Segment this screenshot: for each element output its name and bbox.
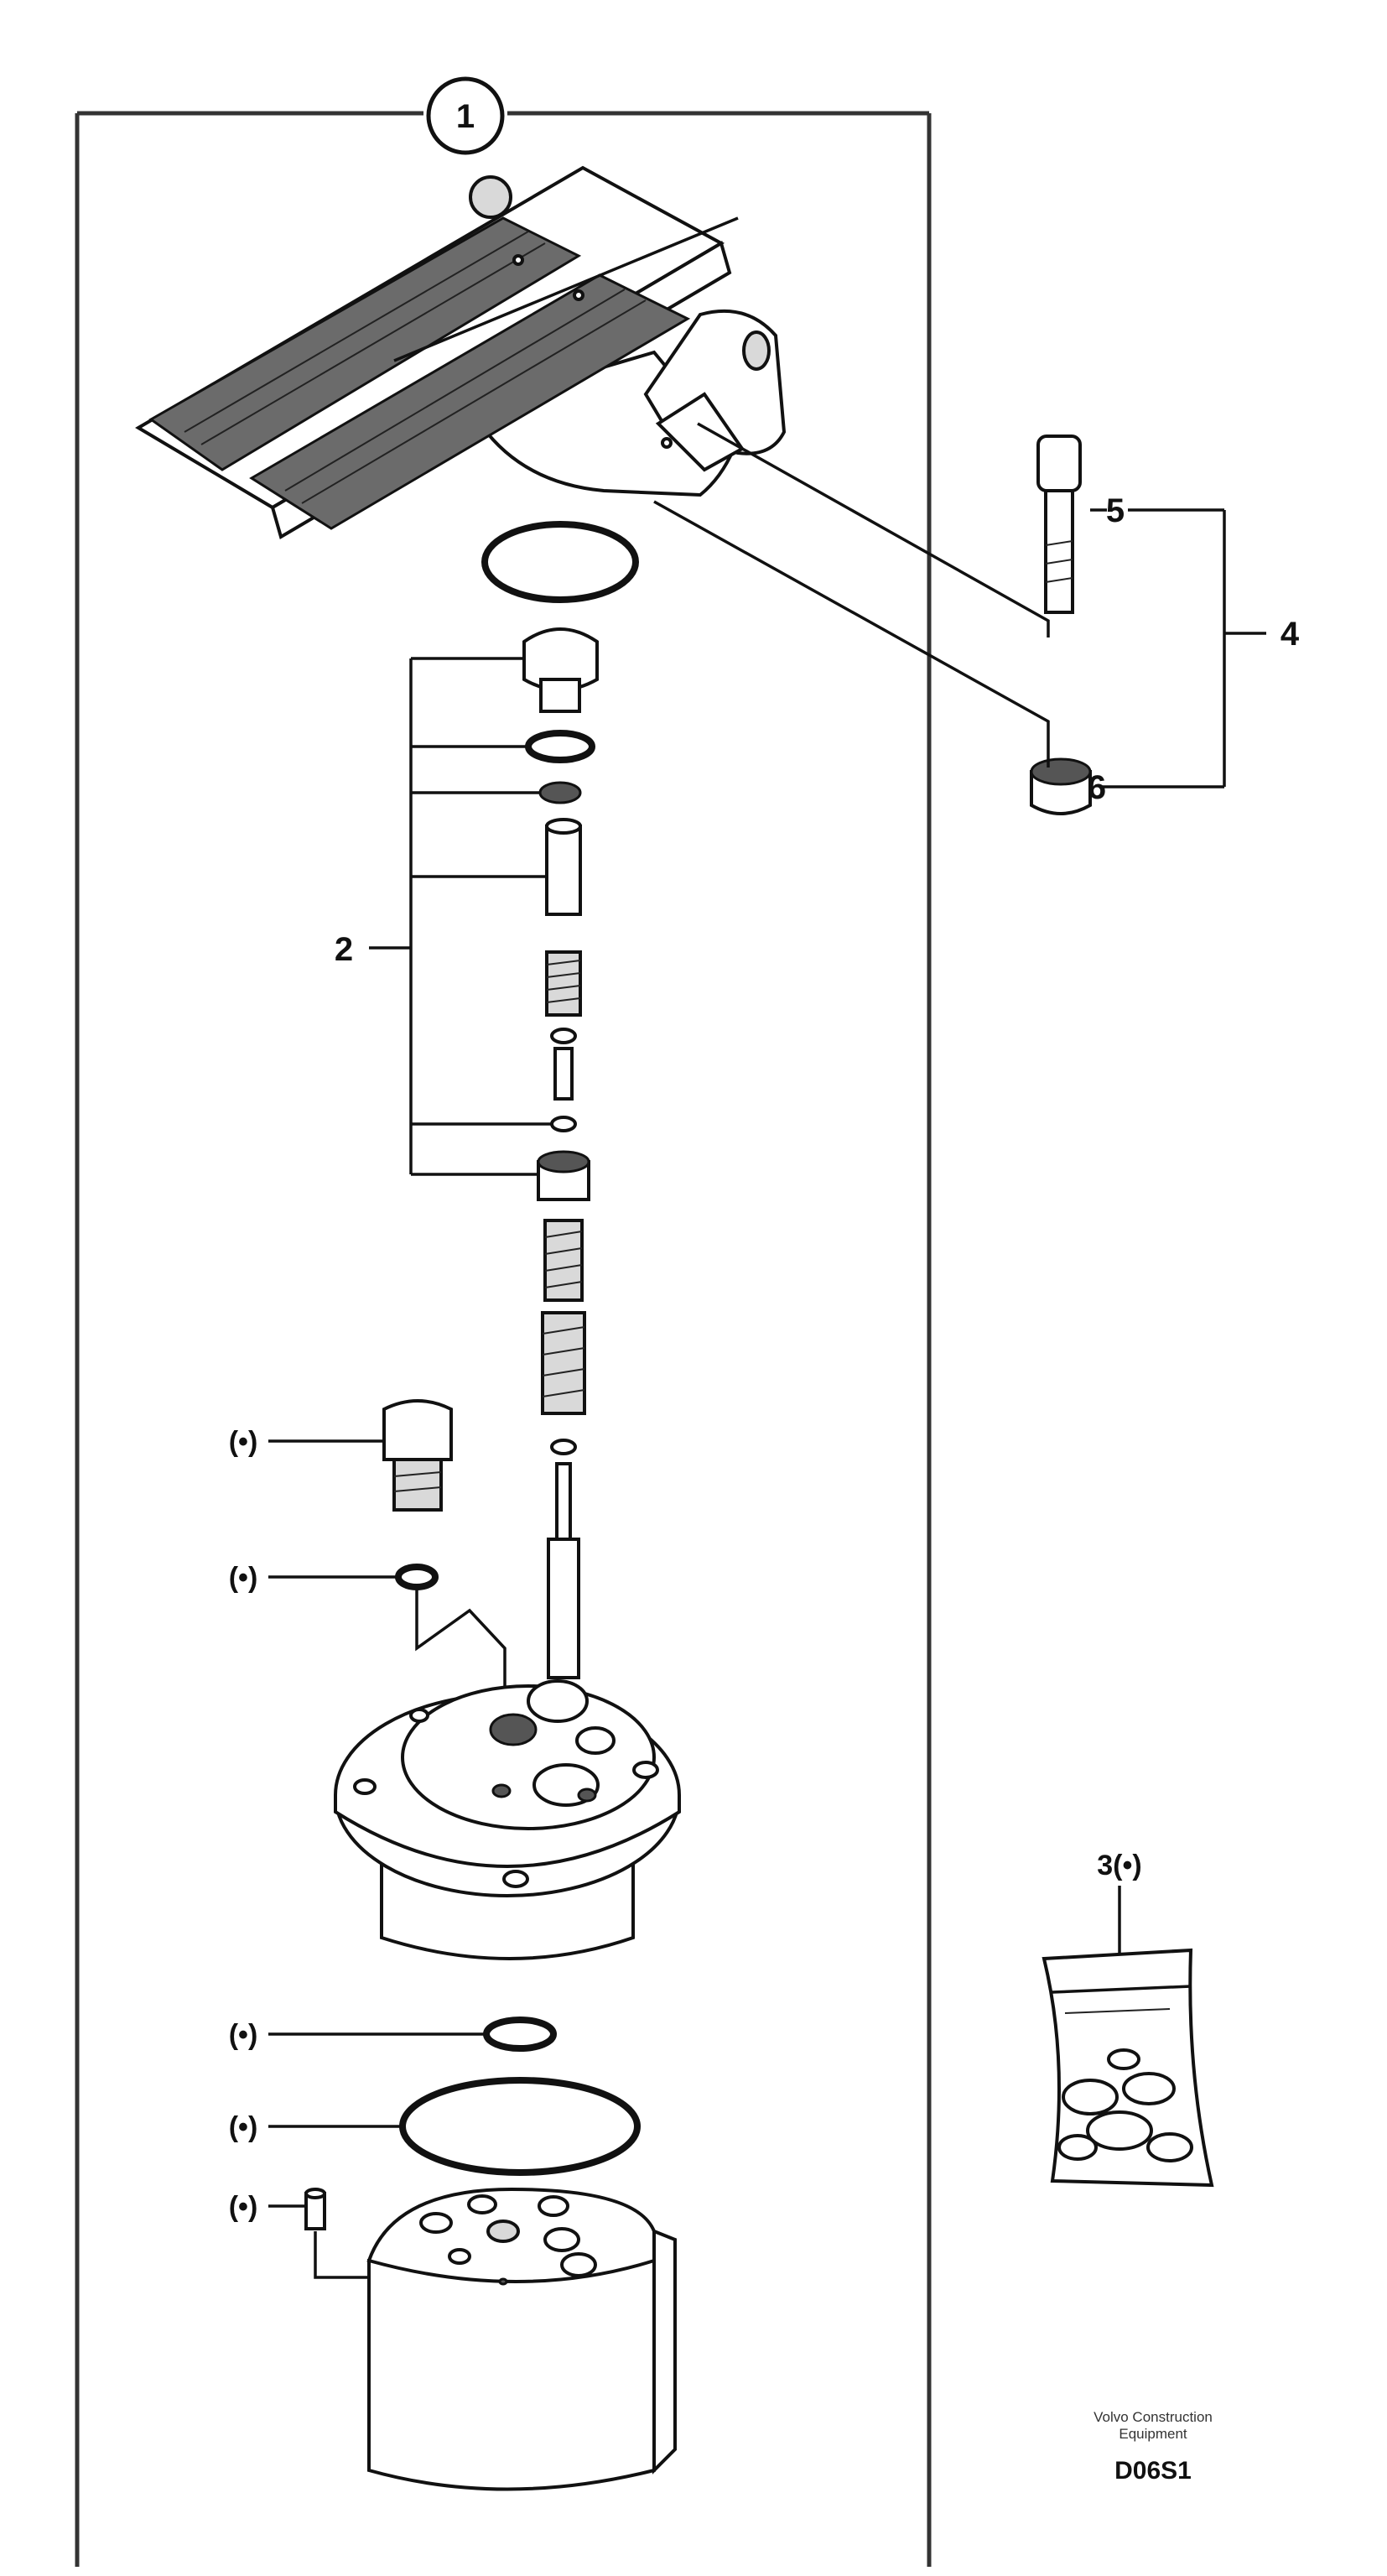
callout-1-label: 1 — [456, 98, 475, 135]
valve-o-ring — [525, 730, 595, 763]
plug-seal-ring — [395, 1564, 439, 1590]
callout-1: 1 — [426, 76, 505, 155]
seal-kit-bag — [1042, 1948, 1214, 2188]
o-ring-large-label: (•) — [229, 2111, 258, 2143]
bracket-2 — [369, 657, 552, 1176]
stem-washer — [550, 1116, 577, 1132]
valve-spool — [547, 1462, 580, 1679]
callout-6-label: 6 — [1088, 769, 1106, 806]
valve-plug — [522, 627, 599, 713]
housing-o-ring-large — [399, 2077, 641, 2176]
plug-seal-label: (•) — [229, 1562, 258, 1594]
assembly-frame — [75, 111, 932, 2567]
pin-path — [314, 2231, 369, 2279]
bushing-to-pedal-line — [653, 500, 1050, 768]
foot-pedal — [135, 165, 787, 540]
callout-2-label: 2 — [335, 931, 353, 968]
plug-label: (•) — [229, 1426, 258, 1458]
valve-retainer — [537, 1150, 590, 1201]
guide-pin — [304, 2188, 326, 2230]
pin-label: (•) — [229, 2191, 258, 2223]
return-spring-upper — [543, 1219, 584, 1302]
return-spring-lower — [541, 1311, 586, 1415]
valve-stem — [553, 1047, 574, 1101]
plug-seal-path — [415, 1590, 506, 1736]
callout-5-label: 5 — [1106, 492, 1125, 529]
spring-seat — [550, 1028, 577, 1044]
valve-spring-small — [545, 950, 582, 1017]
credit-line-1: Volvo Construction — [1093, 2409, 1213, 2425]
valve-washer — [538, 781, 582, 804]
screw-to-pedal-line — [697, 422, 1050, 637]
screw — [1036, 435, 1082, 614]
spool-washer — [550, 1439, 577, 1455]
credit-line-2: Equipment — [1119, 2426, 1187, 2442]
housing-o-ring-small — [483, 2017, 557, 2052]
callout-4-label: 4 — [1281, 616, 1300, 653]
valve-sleeve — [545, 818, 582, 916]
bracket-4 — [1090, 508, 1266, 788]
bushing — [1030, 757, 1092, 815]
o-ring-small-label: (•) — [229, 2019, 258, 2051]
pressure-plug — [382, 1399, 453, 1512]
callout-3-label: 3(•) — [1097, 1850, 1141, 1881]
lower-body — [366, 2187, 677, 2491]
pedal-o-ring — [481, 521, 639, 603]
valve-housing — [334, 1679, 681, 1960]
drawing-code: D06S1 — [1114, 2457, 1192, 2485]
